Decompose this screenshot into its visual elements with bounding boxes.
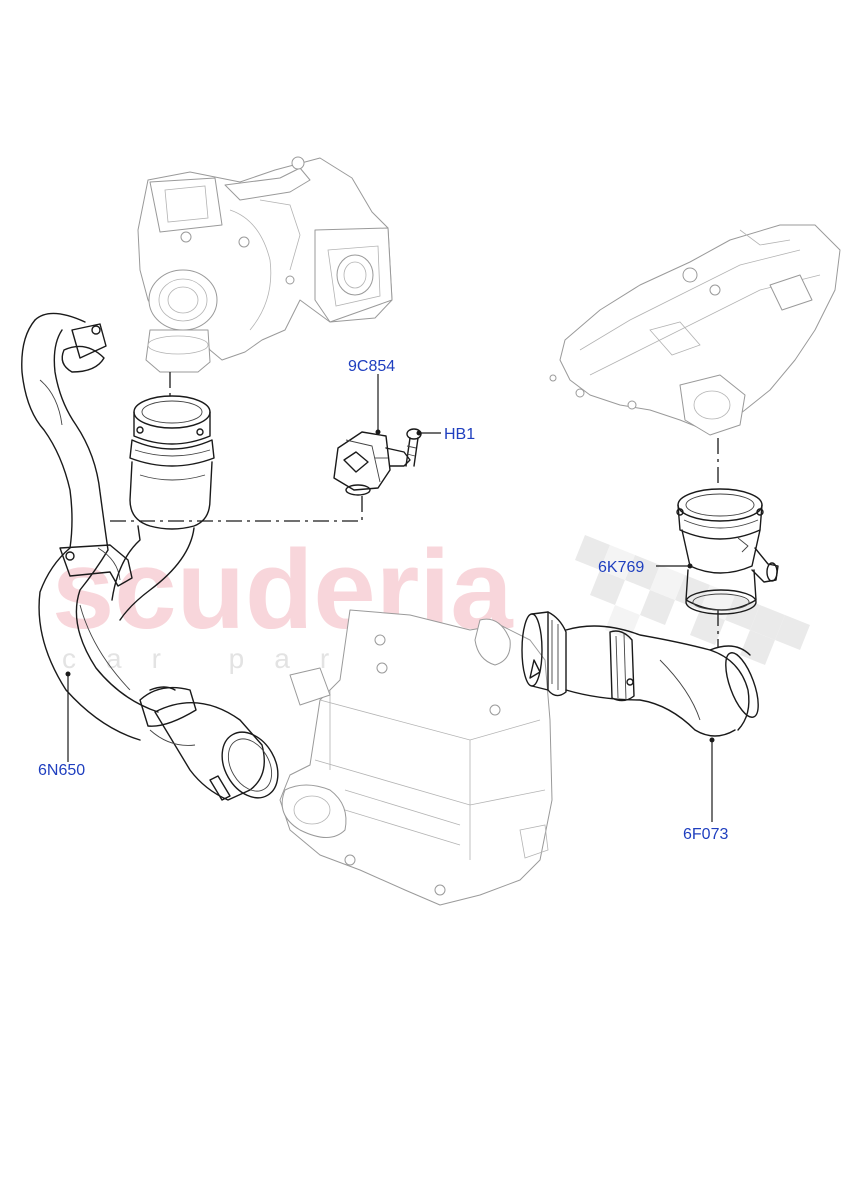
actuator-9c854 [333,431,411,496]
leader-lines [65,374,715,822]
part-label-6n650[interactable]: 6N650 [38,762,85,779]
part-label-9c854[interactable]: 9C854 [348,358,395,375]
hose-6f073 [521,611,759,737]
intercooler-context [279,609,553,906]
turbocharger-context [137,156,393,373]
part-label-hb1[interactable]: HB1 [444,426,475,443]
part-label-6f073[interactable]: 6F073 [683,826,728,843]
connector-6k769 [676,488,779,615]
turbo-outlet-coupler [111,395,215,621]
centerlines [110,372,719,648]
part-label-6k769[interactable]: 6K769 [598,559,644,576]
bolt-hb1 [405,428,422,467]
intake-manifold-context [549,224,841,436]
hose-6n650 [21,312,279,801]
